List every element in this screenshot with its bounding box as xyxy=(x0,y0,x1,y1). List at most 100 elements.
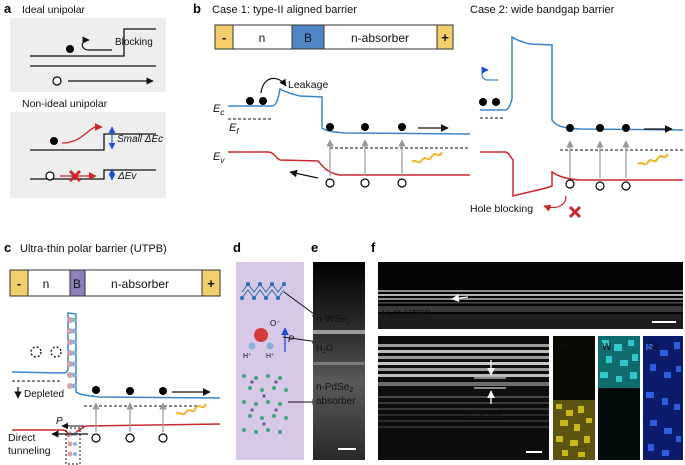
wse2-label: n-WSe2 xyxy=(316,314,351,326)
blocked-x-icon xyxy=(68,169,82,183)
panel-letter-b: b xyxy=(193,1,201,16)
utpb-photon-icon xyxy=(175,403,207,416)
case1-hole-2 xyxy=(360,178,370,188)
spacing-label: 0.75 nm xyxy=(466,411,502,422)
contact-minus-c xyxy=(9,269,29,297)
panel-letter-a: a xyxy=(4,1,12,16)
stem-lattice-top xyxy=(378,290,683,329)
utpb-valence-band xyxy=(12,423,221,437)
ideal-electron xyxy=(66,45,74,53)
c-p-label: P xyxy=(56,416,63,427)
panel-f: f H2O-UTPB xyxy=(371,240,683,460)
utpb-hole-3 xyxy=(158,433,168,443)
panel-c: c Ultra-thin polar barrier (UTPB) - n B … xyxy=(4,240,221,465)
case2-title: Case 2: wide bandgap barrier xyxy=(470,4,615,16)
nonideal-unipolar-box xyxy=(10,112,166,198)
utpb-hole-2 xyxy=(125,433,135,443)
utpb-electron-2 xyxy=(126,387,134,395)
nonideal-electron xyxy=(50,137,58,145)
panel-letter-e: e xyxy=(311,240,318,255)
h2o-label: H2O xyxy=(316,343,333,355)
blocking-arrow xyxy=(81,36,112,51)
direct-label: Direct xyxy=(8,432,36,444)
stem-bright-band-1 xyxy=(313,330,365,334)
case2-hole-3 xyxy=(621,181,631,191)
hplus-label-1: H⁺ xyxy=(243,353,252,360)
case1-electron-3 xyxy=(326,123,334,131)
case2-electron-4 xyxy=(596,124,604,132)
nonideal-valence-band xyxy=(30,169,156,180)
contact-minus-c-label: - xyxy=(17,276,21,291)
utpb-conduction-band xyxy=(11,312,221,399)
depleted-site-2 xyxy=(50,346,62,358)
case2-electron-2 xyxy=(492,98,500,106)
case1-valence-band xyxy=(228,151,470,176)
panel-e: e n-WSe2 H2O n-PdSe2 absorber xyxy=(311,240,365,460)
contact-plus-c xyxy=(201,269,221,297)
case1-hole-flow-arrow xyxy=(289,169,319,179)
utpb-pointer-arrow xyxy=(451,294,469,302)
region-b-c-label: B xyxy=(73,277,81,291)
hplus-label-2: H⁺ xyxy=(266,353,275,360)
ec-label: Ec xyxy=(213,103,224,117)
region-n-c-label: n xyxy=(43,277,50,291)
hydrogen-atom-1 xyxy=(248,342,256,350)
lattice-background xyxy=(236,262,304,460)
case1-electron-4 xyxy=(361,123,369,131)
ef-label: Ef xyxy=(229,122,239,136)
panel-a: a Ideal unipolar Blocking Non-ideal unip… xyxy=(4,1,166,198)
case2-electron-5 xyxy=(622,124,630,132)
case1-photon-icon xyxy=(411,151,443,164)
case1-hole-1 xyxy=(325,178,335,188)
pd-map-speckle xyxy=(556,404,592,457)
pdse2-label: n-PdSe2 xyxy=(316,382,353,394)
ideal-conduction-band xyxy=(30,28,156,57)
device-bar-c xyxy=(9,269,221,297)
case1-electron-2 xyxy=(259,97,267,105)
case1-electron-5 xyxy=(398,123,406,131)
case2-valence-band xyxy=(480,151,683,198)
hole-blocking-arrow xyxy=(543,195,567,212)
stem-lattice-bottom xyxy=(378,344,549,428)
small-dec-label: Small ΔEc xyxy=(117,134,163,145)
region-n-label: n xyxy=(259,31,266,45)
nonideal-unipolar-title: Non-ideal unipolar xyxy=(22,98,108,110)
pdse2-pd-atoms xyxy=(250,380,278,426)
panel-b: b Case 1: type-II aligned barrier Case 2… xyxy=(193,1,684,219)
absorber-label: absorber xyxy=(316,396,356,407)
case2-reflect-arrow xyxy=(481,66,498,81)
case1-conduction-band xyxy=(228,87,471,135)
case2-electron-1 xyxy=(479,98,487,106)
hydrogen-atom-2 xyxy=(266,342,274,350)
contact-minus-label: - xyxy=(222,30,226,45)
case2-conduction-band xyxy=(480,35,684,131)
case1-electron-1 xyxy=(246,97,254,105)
se-map-speckle xyxy=(646,342,681,456)
leakage-label: Leakage xyxy=(288,79,328,91)
contact-minus xyxy=(214,24,234,50)
utpb-title: Ultra-thin polar barrier (UTPB) xyxy=(20,243,167,255)
d-p-label: P xyxy=(288,334,294,344)
leakage-arrow xyxy=(260,77,287,94)
pd-map-label: Pd xyxy=(557,342,569,353)
w-map-label: W xyxy=(602,342,612,353)
region-absorber-label: n-absorber xyxy=(351,31,409,45)
wse2-atoms xyxy=(240,282,286,300)
oxygen-atom xyxy=(254,328,268,342)
region-b-label: B xyxy=(304,31,312,45)
hole-blocking-label: Hole blocking xyxy=(470,203,533,215)
nonideal-hole xyxy=(45,171,55,181)
utpb-region xyxy=(69,269,86,297)
dipole-stack xyxy=(67,317,77,389)
electron-leak-arrow xyxy=(61,123,103,144)
utpb-hole-1 xyxy=(91,433,101,443)
blocking-label: Blocking xyxy=(115,37,153,48)
w-map-speckle xyxy=(600,340,638,382)
tunneling-label: tunneling xyxy=(8,445,51,457)
ideal-unipolar-title: Ideal unipolar xyxy=(22,4,86,16)
dev-label: ΔEv xyxy=(117,171,137,182)
utpb-electron-3 xyxy=(159,387,167,395)
panel-letter-f: f xyxy=(371,240,376,255)
case1-title: Case 1: type-II aligned barrier xyxy=(212,4,357,16)
